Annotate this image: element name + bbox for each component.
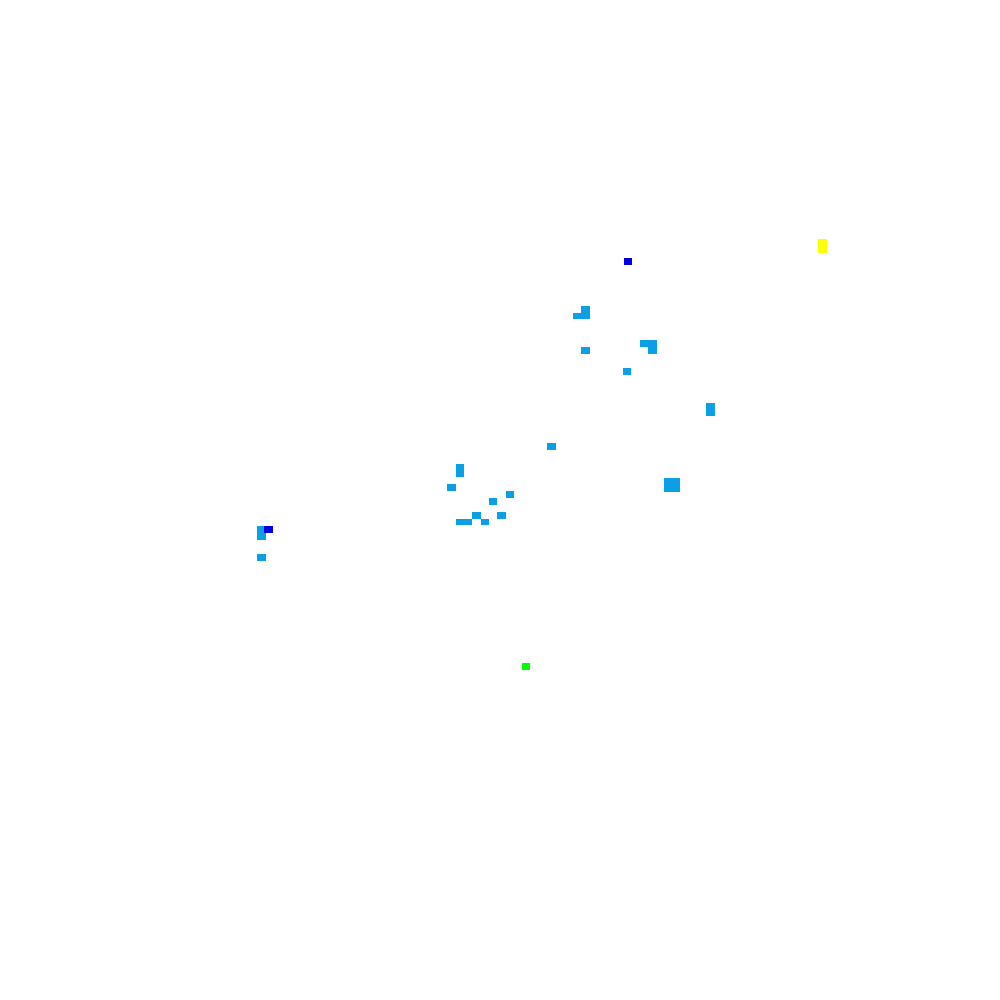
cyan-pixel-cluster	[481, 519, 489, 525]
cyan-pixel-cluster	[706, 403, 715, 416]
cyan-pixel-cluster	[456, 464, 464, 477]
yellow-pixel-cluster	[818, 239, 827, 253]
cyan-pixel-cluster	[447, 484, 456, 491]
cyan-pixel-cluster	[456, 519, 472, 525]
cyan-pixel-cluster	[547, 443, 556, 450]
cyan-pixel-cluster	[581, 306, 590, 319]
cyan-pixel-cluster	[581, 347, 590, 354]
cyan-pixel-cluster	[506, 491, 514, 498]
cyan-pixel-cluster	[623, 368, 631, 375]
blue-pixel-cluster	[264, 526, 273, 533]
cyan-pixel-cluster	[472, 512, 481, 519]
cyan-pixel-cluster	[257, 526, 266, 540]
cyan-pixel-cluster	[489, 498, 497, 505]
cyan-pixel-cluster	[497, 512, 506, 519]
cyan-pixel-cluster	[664, 478, 680, 492]
blue-pixel-cluster	[624, 258, 632, 265]
cyan-pixel-cluster	[648, 340, 657, 354]
cyan-pixel-cluster	[573, 313, 583, 319]
cyan-pixel-cluster	[257, 554, 266, 561]
green-pixel-cluster	[522, 663, 530, 670]
